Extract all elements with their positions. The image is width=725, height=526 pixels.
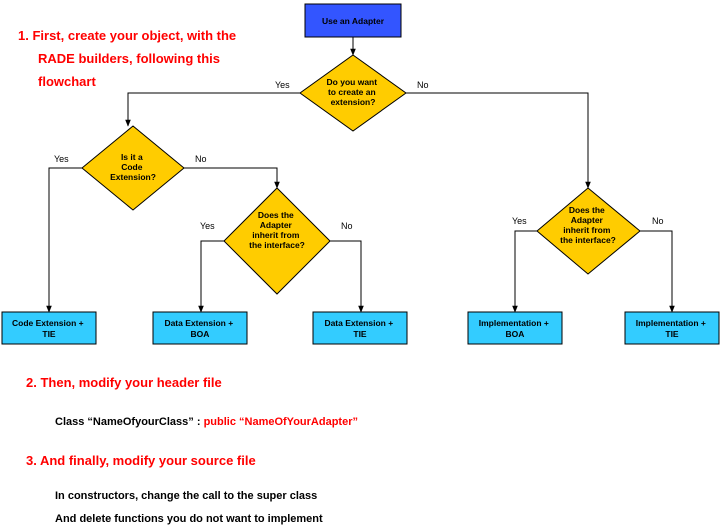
header-code-line: Class “NameOfyourClass” : public “NameOf…: [55, 416, 358, 428]
q1-no-label: No: [417, 80, 429, 90]
start-box-label: Use an Adapter: [322, 16, 385, 26]
note-constructors: In constructors, change the call to the …: [55, 490, 318, 502]
arrow-q2-yes: [46, 167, 82, 313]
result-data-extension-tie-text: Data Extension + TIE: [324, 318, 395, 339]
result-data-extension-boa-text: Data Extension + BOA: [164, 318, 235, 339]
arrow-q2-no: [184, 167, 280, 189]
q1-yes-label: Yes: [275, 80, 290, 90]
note-delete-functions: And delete functions you do not want to …: [55, 513, 323, 525]
arrow-q3-no: [330, 240, 364, 313]
result-implementation-tie-text: Implementation + TIE: [636, 318, 709, 339]
decision-inherit-interface-left-text: Does the Adapter inherit from the interf…: [249, 210, 305, 250]
step-1-line-3: flowchart: [38, 74, 96, 89]
q2-no-label: No: [195, 154, 207, 164]
result-implementation-boa-text: Implementation + BOA: [479, 318, 552, 339]
result-implementation-tie: [624, 311, 720, 345]
decision-code-extension: [81, 125, 185, 211]
flowchart-connectors: [46, 37, 675, 313]
arrow-q4-no: [640, 230, 675, 313]
decision-code-extension-text: Is it a Code Extension?: [110, 152, 156, 182]
decision-create-extension: [299, 54, 407, 132]
decision-inherit-interface-left: [223, 187, 331, 295]
q4-yes-label: Yes: [512, 216, 527, 226]
q3-no-label: No: [341, 221, 353, 231]
result-code-extension-tie: [1, 311, 97, 345]
step-3-heading: 3. And finally, modify your source file: [26, 453, 256, 468]
decision-inherit-interface-right-text: Does the Adapter inherit from the interf…: [560, 205, 616, 245]
step-1-line-1: 1. First, create your object, with the: [18, 28, 237, 43]
q2-yes-label: Yes: [54, 154, 69, 164]
result-implementation-boa: [467, 311, 563, 345]
code-public-adapter: public “NameOfYourAdapter”: [203, 416, 358, 428]
decision-create-extension-text: Do you want to create an extension?: [327, 77, 380, 107]
arrow-q1-yes: [125, 92, 300, 127]
result-data-extension-boa: [152, 311, 248, 345]
arrow-q4-yes: [512, 230, 537, 313]
step-1-line-2: RADE builders, following this: [38, 51, 220, 66]
step-2-heading: 2. Then, modify your header file: [26, 375, 222, 390]
q3-yes-label: Yes: [200, 221, 215, 231]
result-data-extension-tie: [312, 311, 408, 345]
q4-no-label: No: [652, 216, 664, 226]
code-class-prefix: Class “NameOfyourClass” :: [55, 416, 204, 428]
start-box: [304, 3, 402, 38]
result-code-extension-tie-text: Code Extension + TIE: [12, 318, 86, 339]
decision-inherit-interface-right: [536, 187, 641, 275]
arrow-q1-no: [406, 92, 591, 189]
arrow-q3-yes: [198, 240, 224, 313]
step-1-heading: 1. First, create your object, with the R…: [18, 26, 236, 91]
